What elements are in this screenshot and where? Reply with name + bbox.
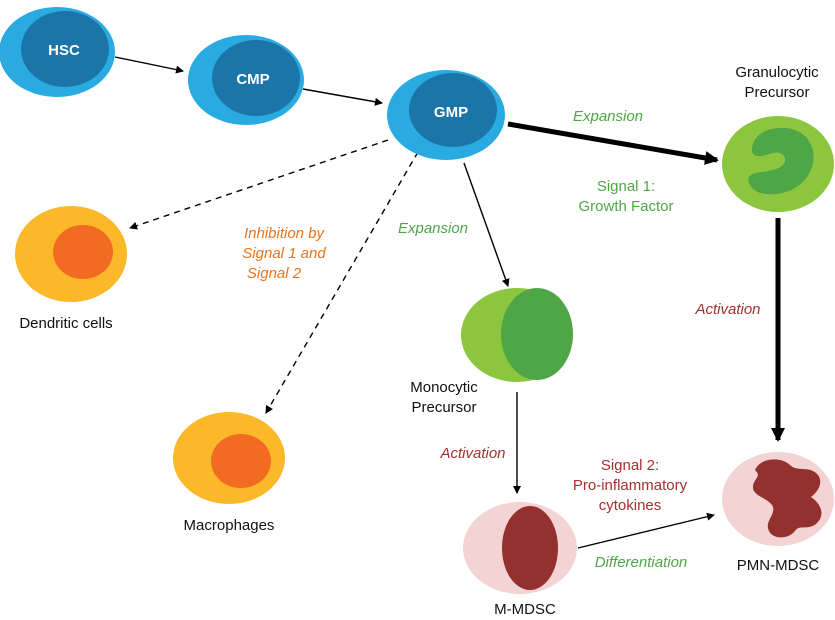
monocytic-precursor-label-line2: Precursor xyxy=(411,399,476,416)
dendritic-cells-label: Dendritic cells xyxy=(19,315,112,332)
arrow-gmp-to-macrophage xyxy=(265,151,419,414)
pmn-mdsc-cell xyxy=(722,452,834,546)
activation-right-annotation: Activation xyxy=(694,301,760,318)
inhibition-annotation-line1: Inhibition by xyxy=(244,225,326,242)
granulocytic-precursor-label-line2: Precursor xyxy=(744,84,809,101)
expansion-top-annotation: Expansion xyxy=(573,108,643,125)
signal1-annotation-line2: Growth Factor xyxy=(578,198,673,215)
activation-left-annotation: Activation xyxy=(439,445,505,462)
expansion-mid-annotation: Expansion xyxy=(398,220,468,237)
arrow-gmp-to-monocytic xyxy=(463,162,510,287)
cmp-label: CMP xyxy=(236,71,269,88)
hsc-label: HSC xyxy=(48,42,80,59)
gmp-cell: GMP xyxy=(387,70,505,160)
arrow-hsc-to-cmp xyxy=(114,56,184,74)
gmp-label: GMP xyxy=(434,104,468,121)
arrow-gmp-to-dendritic xyxy=(129,139,389,230)
granulocytic-precursor-cell xyxy=(722,116,834,212)
signal1-annotation-line1: Signal 1: xyxy=(597,178,655,195)
m-mdsc-cell xyxy=(463,502,577,594)
arrow-mmdsc-to-pmn xyxy=(577,512,715,549)
arrow-cmp-to-gmp xyxy=(302,88,383,106)
signal2-annotation-line3: cytokines xyxy=(599,497,662,514)
macrophages-label: Macrophages xyxy=(184,517,275,534)
granulocytic-precursor-label-line1: Granulocytic xyxy=(735,64,819,81)
hsc-cell: HSC xyxy=(0,7,115,97)
inhibition-annotation-line2: Signal 1 and xyxy=(242,245,326,262)
m-mdsc-label: M-MDSC xyxy=(494,601,556,618)
arrow-gmp-to-granulocytic xyxy=(507,121,719,165)
cmp-cell: CMP xyxy=(188,35,304,125)
monocytic-precursor-label-line1: Monocytic xyxy=(410,379,478,396)
monocytic-precursor-cell xyxy=(461,288,573,382)
dendritic-cell xyxy=(15,206,127,302)
pmn-mdsc-label: PMN-MDSC xyxy=(737,557,820,574)
differentiation-annotation: Differentiation xyxy=(595,554,688,571)
macrophage-cell xyxy=(173,412,285,504)
signal2-annotation-line1: Signal 2: xyxy=(601,457,659,474)
inhibition-annotation-line3: Signal 2 xyxy=(247,265,302,282)
signal2-annotation-line2: Pro-inflammatory xyxy=(573,477,688,494)
